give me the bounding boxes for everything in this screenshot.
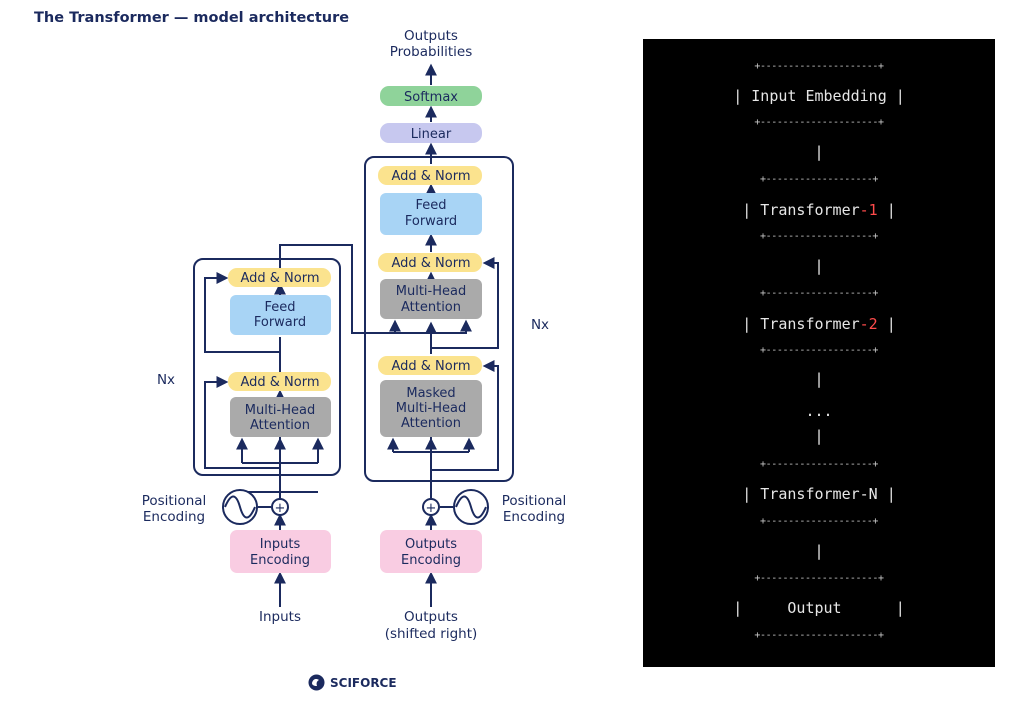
svg-text:Encoding: Encoding	[250, 553, 310, 568]
encoder-add-norm-2	[228, 268, 331, 287]
terminal-pipe: |	[814, 143, 824, 161]
outputs-probabilities-label-2: Probabilities	[390, 44, 472, 60]
svg-text:Multi-Head: Multi-Head	[396, 284, 466, 299]
encoder-positional-label-2: Encoding	[143, 509, 205, 525]
outputs-encoding-block	[380, 530, 482, 573]
decoder-positional-label-2: Encoding	[503, 509, 565, 525]
outputs-probabilities-label: Outputs	[404, 28, 458, 44]
sciforce-logo-icon	[308, 674, 325, 691]
svg-text:Softmax: Softmax	[404, 90, 458, 105]
inputs-encoding-block	[230, 530, 331, 573]
brand-name: SCIFORCE	[330, 675, 397, 690]
encoder-nx-frame	[193, 258, 341, 476]
svg-text:Add & Norm: Add & Norm	[391, 169, 470, 184]
encoder-add-icon: +	[271, 498, 289, 516]
svg-text:Feed: Feed	[415, 198, 446, 213]
terminal-transformer-2: | Transformer-2 |	[742, 315, 896, 333]
svg-text:Add & Norm: Add & Norm	[391, 256, 470, 271]
encoder-multi-head-attention-block	[230, 397, 331, 437]
decoder-add-norm-3	[378, 166, 482, 185]
svg-text:Feed: Feed	[264, 300, 295, 315]
svg-text:Masked: Masked	[406, 386, 455, 401]
terminal-border: +-------------------+	[759, 345, 879, 356]
svg-text:Inputs: Inputs	[260, 537, 301, 552]
terminal-transformer-n: | Transformer-N |	[742, 485, 896, 503]
decoder-add-icon: +	[422, 498, 440, 516]
inputs-label: Inputs	[259, 609, 301, 625]
terminal-transformer-1: | Transformer-1 |	[742, 201, 896, 219]
transformer-diagram: + + Inputs Encoding Multi-Head Attention…	[142, 28, 567, 642]
svg-text:Attention: Attention	[401, 416, 461, 431]
terminal-pipe: |	[814, 542, 824, 560]
terminal-pipe: |	[814, 427, 824, 445]
terminal-border: +---------------------+	[754, 630, 884, 641]
svg-text:Attention: Attention	[401, 300, 461, 315]
svg-text:+: +	[275, 501, 286, 516]
svg-text:+: +	[426, 501, 437, 516]
terminal-output: | Output |	[733, 599, 905, 617]
decoder-nx-frame	[364, 156, 514, 482]
encoder-positional-label: Positional	[142, 493, 207, 509]
outputs-shifted-label-2: (shifted right)	[385, 626, 478, 642]
decoder-positional-wave-icon	[453, 489, 489, 525]
svg-text:Forward: Forward	[405, 214, 457, 229]
svg-text:Forward: Forward	[254, 315, 306, 330]
softmax-block	[380, 86, 482, 106]
terminal-border: +---------------------+	[754, 61, 884, 72]
decoder-add-norm-2	[378, 253, 482, 272]
svg-text:Multi-Head: Multi-Head	[396, 401, 466, 416]
decoder-masked-attention-block	[380, 380, 482, 437]
svg-text:Add & Norm: Add & Norm	[391, 359, 470, 374]
svg-text:Linear: Linear	[411, 127, 452, 142]
brand-logo: SCIFORCE	[308, 674, 397, 691]
terminal-pipe: |	[814, 257, 824, 275]
terminal-border: +-------------------+	[759, 288, 879, 299]
svg-text:Add & Norm: Add & Norm	[240, 375, 319, 390]
svg-text:Outputs: Outputs	[405, 537, 457, 552]
svg-text:Attention: Attention	[250, 418, 310, 433]
decoder-add-norm-1	[378, 356, 482, 375]
svg-text:Add & Norm: Add & Norm	[240, 271, 319, 286]
terminal-border: +-------------------+	[759, 516, 879, 527]
page-title: The Transformer — model architecture	[34, 10, 350, 26]
connector-lines	[204, 63, 499, 607]
svg-text:Encoding: Encoding	[401, 553, 461, 568]
terminal-border: +---------------------+	[754, 117, 884, 128]
terminal-panel: +---------------------+ | Input Embeddin…	[643, 39, 995, 667]
decoder-multi-head-attention-block	[380, 279, 482, 319]
terminal-pipe: |	[814, 370, 824, 388]
decoder-positional-label: Positional	[502, 493, 567, 509]
encoder-positional-wave-icon	[222, 489, 258, 525]
svg-text:Multi-Head: Multi-Head	[245, 403, 315, 418]
linear-block	[380, 123, 482, 143]
terminal-ellipsis: ...	[805, 402, 833, 420]
terminal-input-embedding: | Input Embedding |	[733, 87, 905, 105]
outputs-shifted-label: Outputs	[404, 609, 458, 625]
terminal-border: +---------------------+	[754, 573, 884, 584]
encoder-nx-label: Nx	[157, 372, 175, 388]
decoder-nx-label: Nx	[531, 317, 549, 333]
decoder-feed-forward-block	[380, 193, 482, 235]
encoder-add-norm-1	[228, 372, 331, 391]
encoder-feed-forward-block	[230, 295, 331, 335]
terminal-border: +-------------------+	[759, 459, 879, 470]
terminal-border: +-------------------+	[759, 174, 879, 185]
terminal-border: +-------------------+	[759, 231, 879, 242]
